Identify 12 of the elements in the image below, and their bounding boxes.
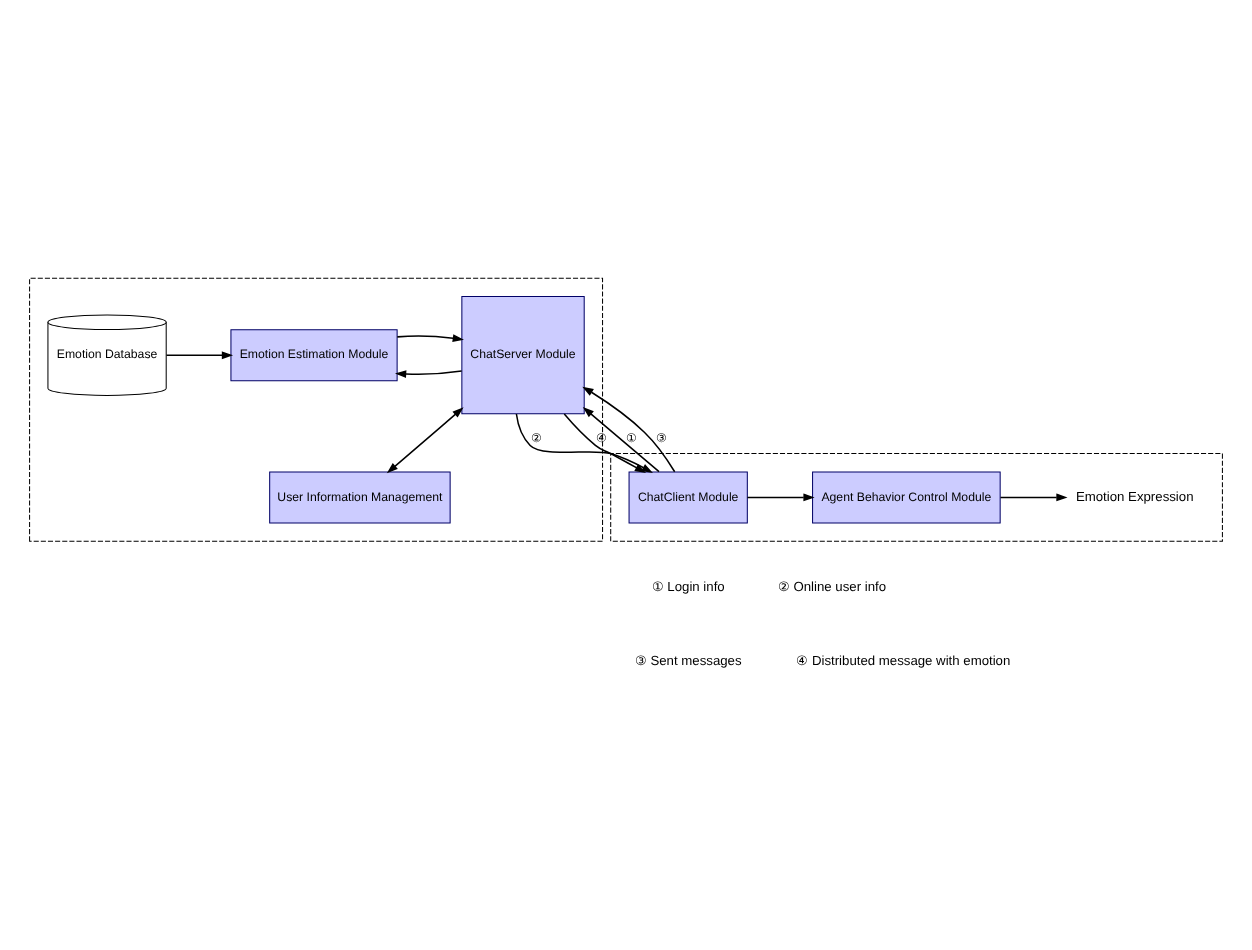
cluster bbox=[29, 277, 604, 542]
arrow bbox=[395, 370, 463, 378]
arrow bbox=[582, 386, 676, 473]
arrow bbox=[563, 413, 647, 473]
arrow bbox=[515, 413, 653, 473]
cluster bbox=[610, 453, 1223, 542]
arrow bbox=[165, 351, 234, 360]
arrow bbox=[999, 493, 1068, 502]
arrow bbox=[582, 406, 660, 473]
arrow bbox=[396, 334, 464, 343]
arrow bbox=[386, 407, 464, 474]
arrow bbox=[746, 493, 815, 502]
